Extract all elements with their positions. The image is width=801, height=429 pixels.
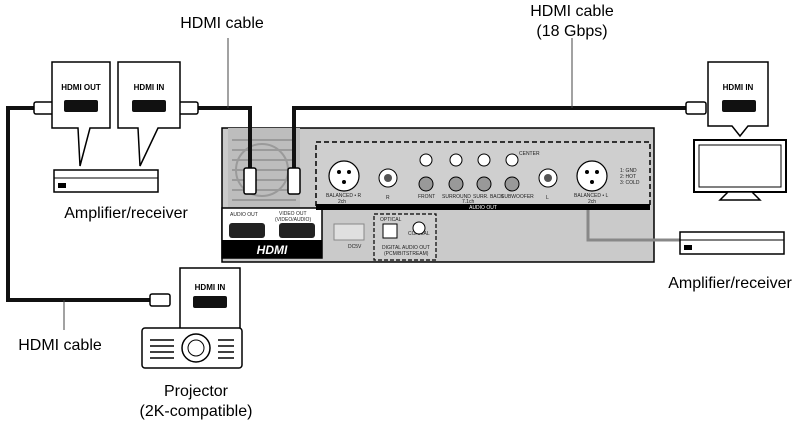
connector-tv-in [685,101,707,115]
projector-hdmi-in-port[interactable] [193,296,227,308]
cable-amp-to-projector [6,106,150,302]
audio-out-port-label: AUDIO OUT [230,212,258,218]
surround-label: SURROUND [442,194,471,200]
pin-1-label: 1: GND [620,168,637,174]
r-label: R [386,195,390,201]
front-l-port[interactable] [419,153,433,167]
subwoofer-label: SUBWOOFER [501,194,534,200]
seven-one-ch-label: 7.1ch [462,199,474,205]
projector-label-1: Projector [164,383,229,400]
seven-one-ch-group: FRONT SURROUND SURR. BACK SUBWOOFER CENT… [418,151,540,205]
amp-hdmi-in-port[interactable] [132,100,166,112]
amplifier-left: HDMI OUT HDMI IN Amplifier/receiver [51,61,188,222]
coaxial-port[interactable] [412,221,426,235]
l-label: L [546,195,549,201]
amp-hdmi-in-label: HDMI IN [134,83,165,92]
balanced-l-label: BALANCED • L [574,193,608,199]
hdmi-cable-right-label-1: HDMI cable [530,3,614,20]
pin-3-label: 3: COLD [620,180,640,186]
balanced-r-xlr-port[interactable] [328,160,360,192]
surr-back-label: SURR. BACK [473,194,504,200]
hdmi-cable-top-label: HDMI cable [180,15,264,32]
connector-amp-out [33,101,55,115]
balanced-r-label: BALANCED • R [326,193,361,199]
digital-audio-out-label-1: DIGITAL AUDIO OUT [382,245,430,251]
tv: HDMI IN [693,61,787,201]
optical-port[interactable] [382,223,398,239]
center-label: CENTER [519,151,540,157]
hdmi-logo: HDMI [257,243,288,257]
audio-out-bar-label: AUDIO OUT [469,205,497,211]
audio-out-hdmi-port[interactable] [229,223,265,238]
connector-projector-in [149,293,171,307]
bubble-amp-hdmi-in [117,61,181,167]
player-rear-panel: HDMI AUDIO OUT VIDEO OUT (VIDEO/AUDIO) D… [221,127,655,263]
optical-label: OPTICAL [380,217,402,223]
two-ch-right-label: 2ch [588,199,596,205]
tv-hdmi-in-port[interactable] [722,100,756,112]
subwoofer-port[interactable] [504,176,520,192]
amp-left-body [53,169,159,193]
hdmi-cable-left-label: HDMI cable [18,337,102,354]
hdmi-connectors [33,101,707,307]
connector-player-video-out [287,167,301,195]
hdmi-logo-bar [222,240,322,258]
amp-right-body [679,231,785,255]
connector-player-audio-out [243,167,257,195]
center-port[interactable] [505,153,519,167]
amp-left-label: Amplifier/receiver [64,205,188,222]
projector-hdmi-in-label: HDMI IN [195,283,226,292]
audio-out-bar [316,204,650,210]
video-out-port-label-1: VIDEO OUT [279,211,307,217]
hdmi-cable-right-label-2: (18 Gbps) [536,23,607,40]
optical-line-to-right-amp [586,210,680,242]
digital-audio-out-label-2: (PCM/BITSTREAM) [384,251,429,257]
amp-hdmi-out-label: HDMI OUT [61,83,101,92]
front-label: FRONT [418,194,435,200]
front-r-port[interactable] [418,176,434,192]
two-ch-left-label: 2ch [338,199,346,205]
surr-back-r-port[interactable] [476,176,492,192]
surr-back-l-port[interactable] [477,153,491,167]
pin-2-label: 2: HOT [620,174,636,180]
leader-lines [63,38,573,330]
video-out-hdmi-port[interactable] [279,223,315,238]
connector-amp-in [177,101,199,115]
cable-video-out-to-tv [292,106,686,170]
balanced-l-xlr-port[interactable] [576,160,608,192]
amp-hdmi-out-port[interactable] [64,100,98,112]
surround-r-port[interactable] [448,176,464,192]
bubble-amp-hdmi-out [51,61,111,167]
cable-audio-out-to-amp [198,106,252,170]
amp-right-label: Amplifier/receiver [668,275,792,292]
tv-stand [718,191,762,201]
surround-l-port[interactable] [449,153,463,167]
hdmi-cables [6,106,686,302]
usb-port[interactable] [333,223,365,241]
tv-hdmi-in-label: HDMI IN [723,83,754,92]
bubble-tv-hdmi-in [707,61,769,138]
dc-label: DC5V [348,244,362,250]
video-out-port-label-2: (VIDEO/AUDIO) [275,217,311,223]
fan-grille [232,139,296,201]
projector-label-2: (2K-compatible) [140,403,253,420]
amplifier-right: Amplifier/receiver [668,231,792,292]
projector: HDMI IN Projector (2K-compatible) [140,267,253,420]
tv-screen [693,139,787,193]
